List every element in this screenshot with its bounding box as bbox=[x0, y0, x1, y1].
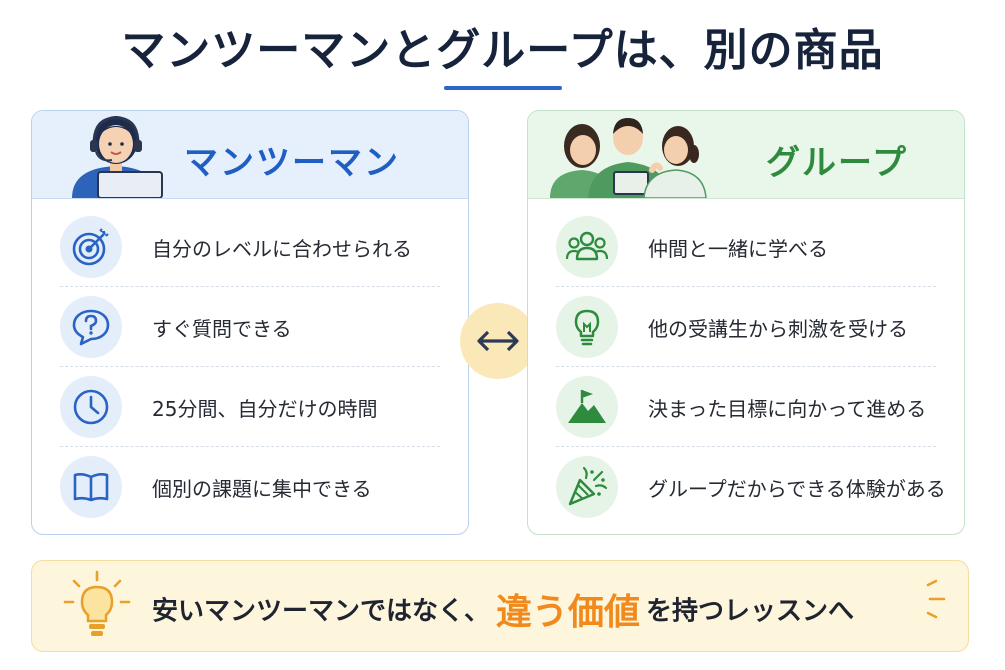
item-label: 個別の課題に集中できる bbox=[152, 477, 372, 501]
one-on-one-header: マンツーマン bbox=[32, 111, 468, 199]
item-label: すぐ質問できる bbox=[152, 317, 292, 341]
item-label: 仲間と一緒に学べる bbox=[648, 237, 828, 261]
divider bbox=[556, 366, 936, 367]
group-people-illustration bbox=[550, 118, 707, 198]
divider bbox=[556, 446, 936, 447]
question-bubble-icon bbox=[60, 296, 122, 358]
clock-icon bbox=[60, 376, 122, 438]
item-label: 他の受講生から刺激を受ける bbox=[648, 317, 908, 341]
sparkle-lines-icon bbox=[926, 579, 946, 619]
divider bbox=[60, 366, 440, 367]
item-label: 自分のレベルに合わせられる bbox=[152, 237, 412, 261]
list-item: 25分間、自分だけの時間 bbox=[32, 367, 468, 447]
item-label: 決まった目標に向かって進める bbox=[648, 397, 927, 421]
lightbulb-icon bbox=[63, 570, 131, 636]
group-header: グループ bbox=[528, 111, 964, 199]
divider bbox=[60, 446, 440, 447]
group-card: グループ 仲間と一緒に学べる 他の受講生から刺激を受ける bbox=[527, 110, 965, 535]
party-popper-icon bbox=[556, 456, 618, 518]
one-on-one-title: マンツーマン bbox=[184, 143, 400, 183]
lightbulb-icon bbox=[556, 296, 618, 358]
bottom-message: 安いマンツーマンではなく、違う価値を持つレッスンへ bbox=[152, 583, 854, 635]
divider bbox=[556, 286, 936, 287]
list-item: すぐ質問できる bbox=[32, 287, 468, 367]
headset-person-illustration bbox=[72, 116, 163, 198]
target-icon bbox=[60, 216, 122, 278]
item-label: 25分間、自分だけの時間 bbox=[152, 397, 378, 421]
list-item: 他の受講生から刺激を受ける bbox=[528, 287, 964, 367]
list-item: 個別の課題に集中できる bbox=[32, 447, 468, 527]
list-item: グループだからできる体験がある bbox=[528, 447, 964, 527]
swap-arrows-icon bbox=[460, 303, 536, 379]
message-prefix: 安いマンツーマンではなく、 bbox=[152, 596, 491, 627]
item-label: グループだからできる体験がある bbox=[648, 477, 946, 501]
message-suffix: を持つレッスンへ bbox=[646, 596, 855, 627]
list-item: 自分のレベルに合わせられる bbox=[32, 207, 468, 287]
page-title: マンツーマンとグループは、別の商品 bbox=[121, 25, 884, 76]
bottom-banner: 安いマンツーマンではなく、違う価値を持つレッスンへ bbox=[31, 560, 969, 652]
one-on-one-card: マンツーマン 自分のレベルに合わせられる すぐ質問できる bbox=[31, 110, 469, 535]
people-icon bbox=[556, 216, 618, 278]
message-highlight: 違う価値 bbox=[496, 592, 641, 633]
divider bbox=[60, 286, 440, 287]
list-item: 仲間と一緒に学べる bbox=[528, 207, 964, 287]
mountain-flag-icon bbox=[556, 376, 618, 438]
title-underline bbox=[444, 86, 562, 90]
list-item: 決まった目標に向かって進める bbox=[528, 367, 964, 447]
book-icon bbox=[60, 456, 122, 518]
group-title: グループ bbox=[766, 143, 908, 183]
